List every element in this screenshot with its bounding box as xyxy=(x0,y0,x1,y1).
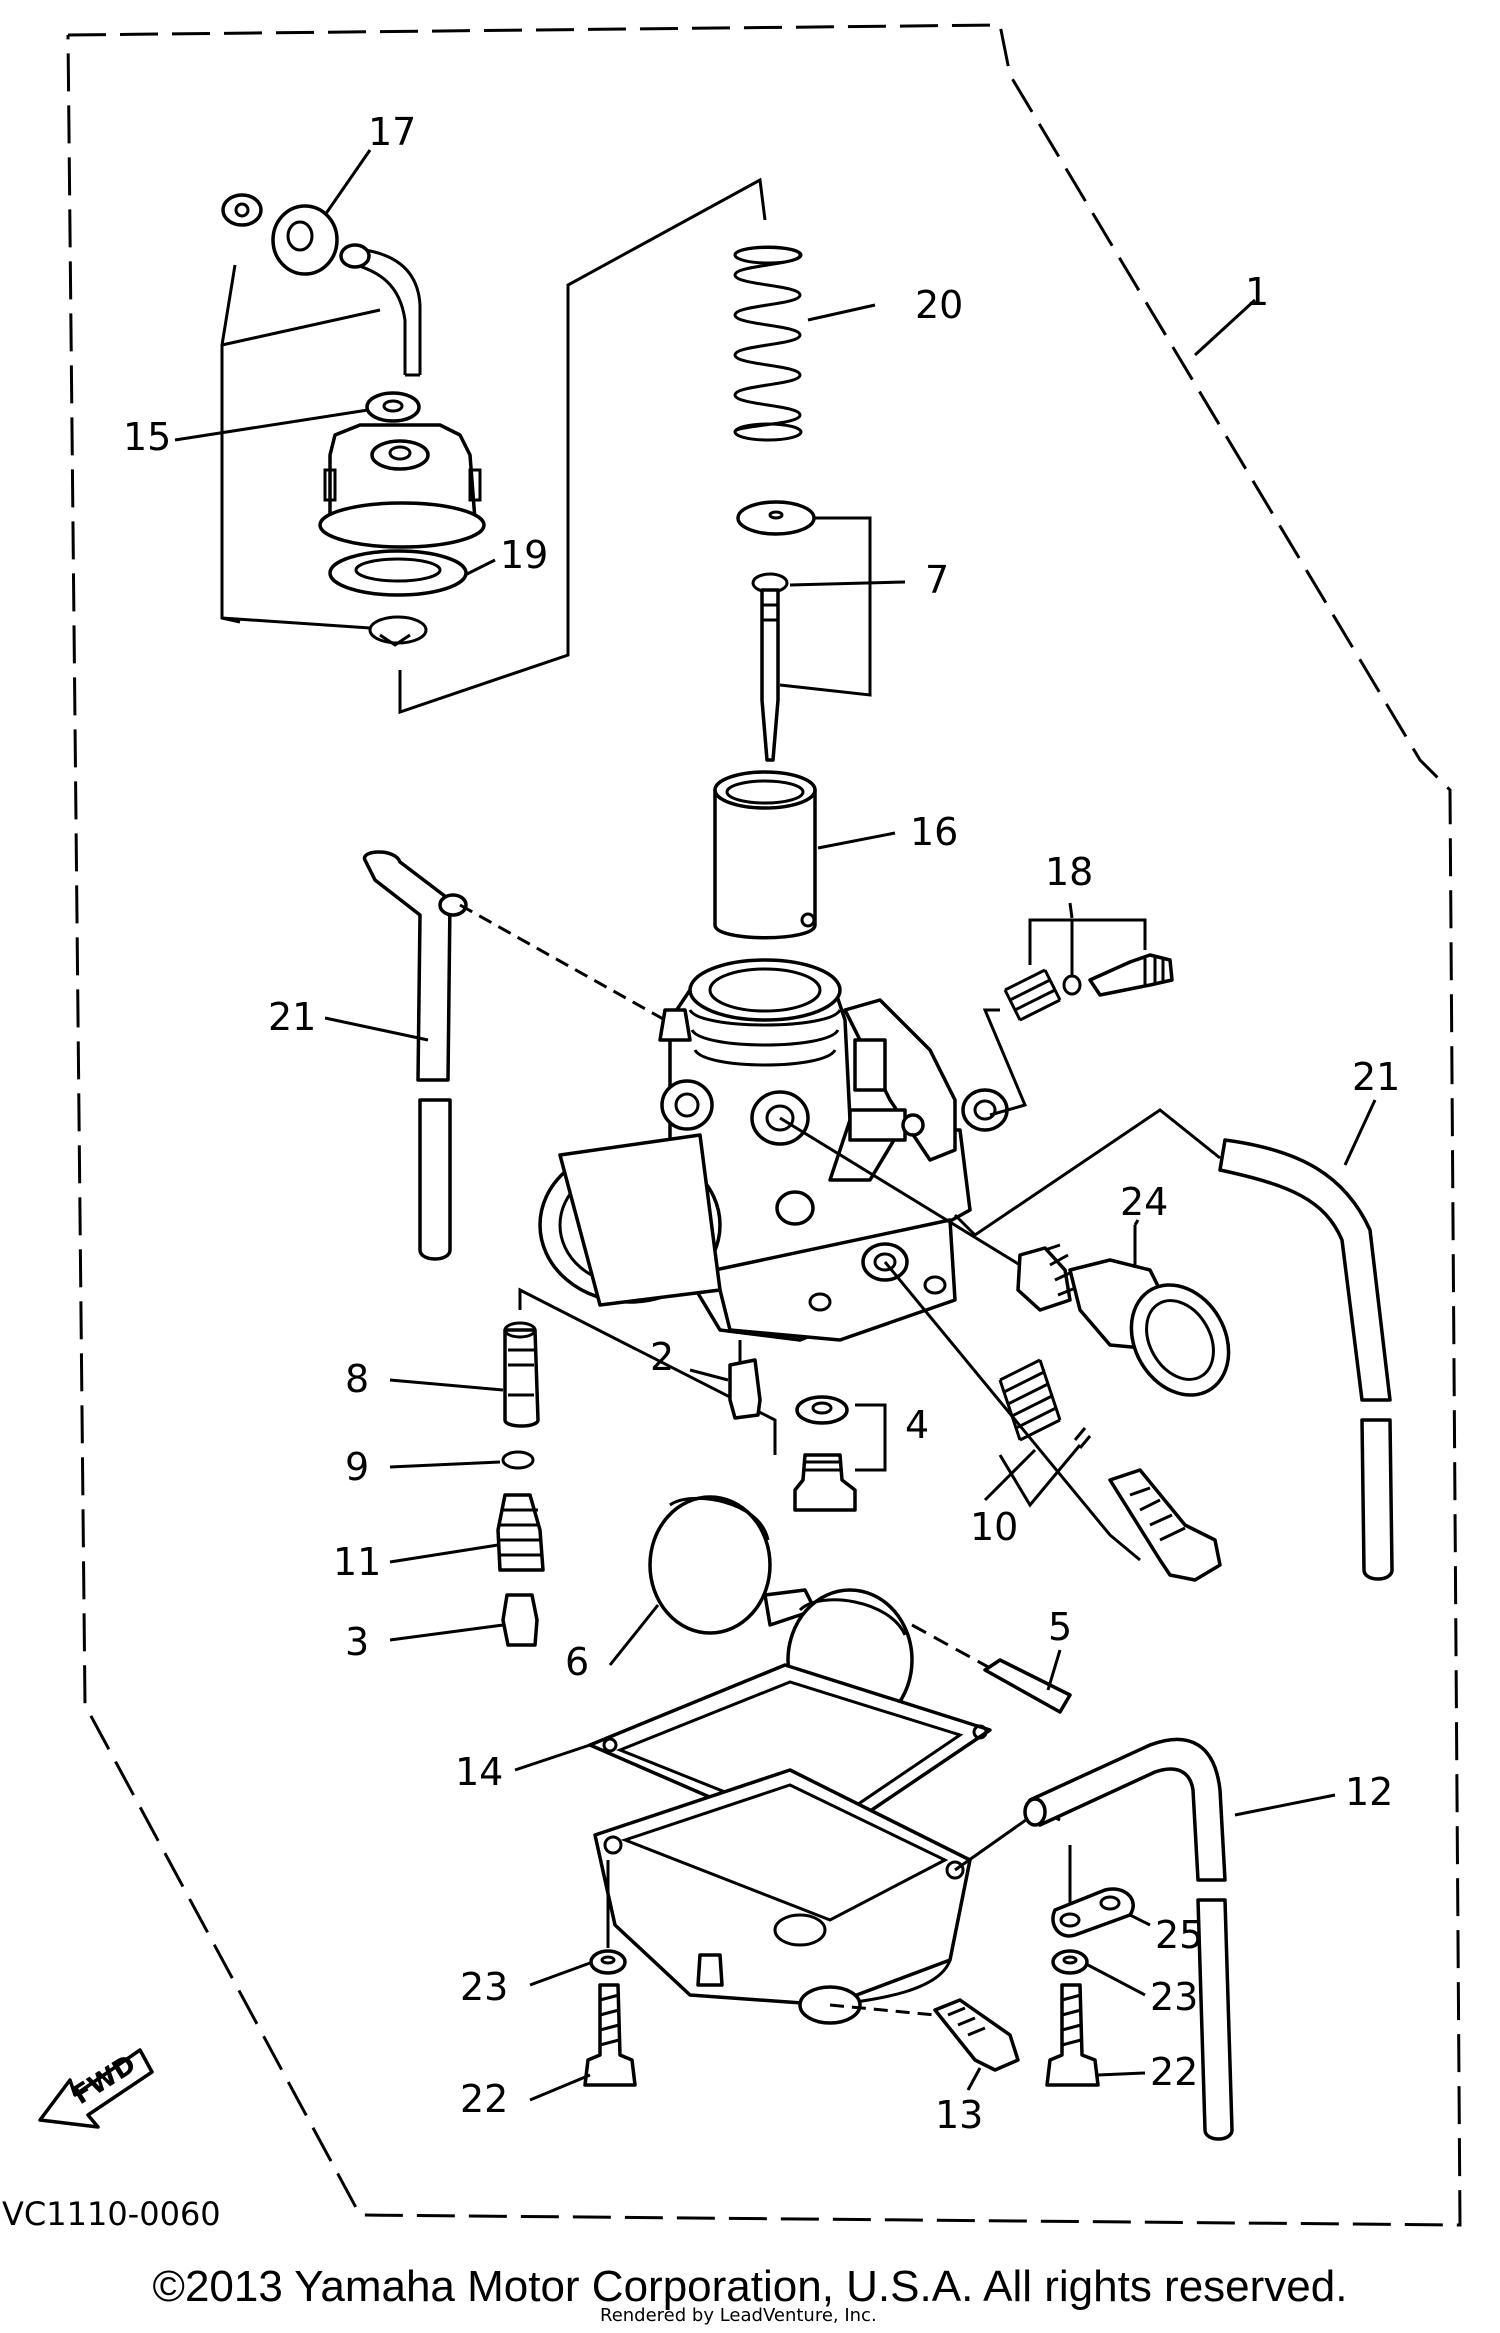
label-18: 18 xyxy=(1045,850,1093,894)
label-9: 9 xyxy=(345,1445,369,1489)
part-16-throttle-slide xyxy=(713,770,817,940)
label-5: 5 xyxy=(1048,1605,1072,1649)
part-18-pilot-screw xyxy=(982,918,1174,1117)
label-3: 3 xyxy=(345,1620,369,1664)
label-4: 4 xyxy=(905,1403,929,1447)
figure-code: VC1110-0060 xyxy=(2,2195,221,2233)
part-22-screw-right xyxy=(1045,1983,1100,2087)
label-6: 6 xyxy=(565,1640,589,1684)
elbow-pipe xyxy=(344,248,422,377)
part-3-main-jet xyxy=(501,1593,539,1647)
bowl-screws-left xyxy=(583,1860,637,2087)
part-2-screw xyxy=(728,1358,762,1420)
part-13-drain-screw xyxy=(829,1998,1020,2072)
part-22-screw-left xyxy=(583,1983,637,2087)
top-cap-body xyxy=(318,423,486,549)
part-24-choke-plunger xyxy=(779,1116,1231,1397)
copyright-notice: ©2013 Yamaha Motor Corporation, U.S.A. A… xyxy=(152,2262,1348,2311)
label-22-left: 22 xyxy=(460,2077,508,2121)
part-10-throttle-stop-screw xyxy=(883,1261,1222,1582)
needle-slide-assembly xyxy=(713,245,872,940)
jet-column-left xyxy=(496,1287,777,1647)
label-7: 7 xyxy=(925,558,949,602)
part-20-spring xyxy=(733,245,803,442)
part-25-bracket xyxy=(1051,1887,1135,1938)
callout-labels: 17 20 1 15 19 7 16 18 21 21 24 2 4 8 9 1… xyxy=(2,110,1400,2233)
rendered-by-notice: Rendered by LeadVenture, Inc. xyxy=(600,2305,877,2326)
clip-part xyxy=(368,615,428,645)
bowl-screws-right xyxy=(1045,1845,1135,2087)
part-4-jet-washer xyxy=(793,1395,887,1512)
label-24: 24 xyxy=(1120,1180,1168,1224)
label-13: 13 xyxy=(935,2093,983,2137)
label-8: 8 xyxy=(345,1357,369,1401)
part-11-main-jet-holder xyxy=(496,1493,545,1572)
label-15: 15 xyxy=(123,415,171,459)
label-17: 17 xyxy=(368,110,416,154)
label-23-left: 23 xyxy=(460,1965,508,2009)
label-25: 25 xyxy=(1155,1913,1203,1957)
label-22-right: 22 xyxy=(1150,2050,1198,2094)
label-20: 20 xyxy=(915,283,963,327)
part-9-o-ring xyxy=(501,1450,535,1470)
part-5-float-pin xyxy=(983,1658,1072,1714)
part-12-overflow-hose xyxy=(1023,1737,1234,2141)
label-2: 2 xyxy=(650,1335,674,1379)
float-bowl xyxy=(593,1768,1061,2025)
part-15-washer xyxy=(365,391,421,423)
part-21-hose-left xyxy=(363,850,666,1261)
label-10: 10 xyxy=(970,1505,1018,1549)
label-19: 19 xyxy=(500,533,548,577)
label-11: 11 xyxy=(333,1540,381,1584)
label-16: 16 xyxy=(910,810,958,854)
assembly-boundary xyxy=(66,23,1462,2227)
label-12: 12 xyxy=(1345,1770,1393,1814)
part-17-cap xyxy=(271,204,339,276)
label-23-right: 23 xyxy=(1150,1975,1198,2019)
label-21-right: 21 xyxy=(1352,1055,1400,1099)
cap-assembly xyxy=(220,177,767,715)
label-14: 14 xyxy=(455,1750,503,1794)
leader-lines xyxy=(174,149,1377,2102)
label-1: 1 xyxy=(1245,270,1269,314)
jet-needle xyxy=(760,588,780,762)
carburetor-body xyxy=(538,958,1009,1342)
part-21-hose-right xyxy=(953,1108,1394,1581)
part-8-needle-jet xyxy=(503,1328,540,1428)
fwd-arrow-icon: FWD xyxy=(38,2048,154,2129)
label-21-left: 21 xyxy=(268,995,316,1039)
nut-part xyxy=(221,193,263,227)
